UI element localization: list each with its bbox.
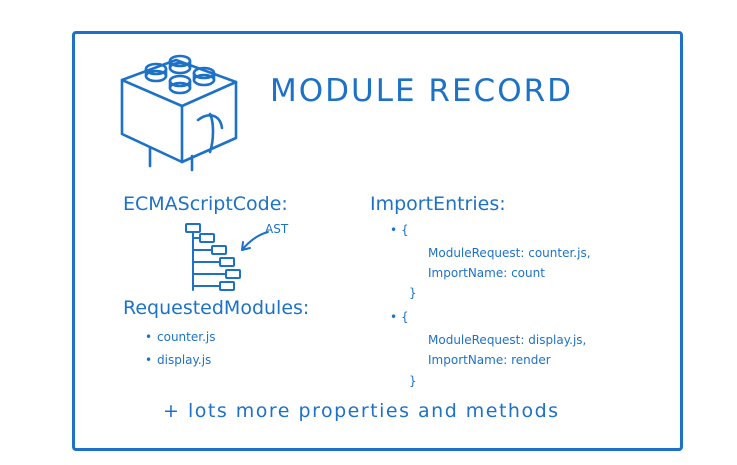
import-entry-open-brace: { (401, 310, 409, 324)
import-entry-import-name: ImportName: count (428, 266, 545, 280)
import-entry-bullet: • (390, 223, 398, 237)
requested-module-item: display.js (157, 353, 212, 367)
lego-brick-icon (120, 54, 238, 172)
requested-module-bullet: • (145, 330, 153, 344)
page-title: MODULE RECORD (270, 73, 574, 109)
ast-tree-icon (185, 223, 269, 291)
diagram-frame (72, 31, 683, 451)
footer-note: + lots more properties and methods (163, 400, 560, 422)
import-entry-bullet: • (390, 310, 398, 324)
import-entry-close-brace: } (409, 374, 417, 388)
requested-module-bullet: • (145, 353, 153, 367)
import-entry-module-request: ModuleRequest: counter.js, (428, 246, 591, 260)
ecmascript-code-heading: ECMAScriptCode: (123, 193, 288, 215)
requested-modules-heading: RequestedModules: (123, 297, 310, 319)
import-entry-import-name: ImportName: render (428, 353, 551, 367)
ast-label: AST (265, 222, 289, 236)
import-entry-open-brace: { (401, 223, 409, 237)
import-entries-heading: ImportEntries: (370, 193, 506, 215)
import-entry-close-brace: } (409, 286, 417, 300)
import-entry-module-request: ModuleRequest: display.js, (428, 333, 587, 347)
requested-module-item: counter.js (157, 330, 216, 344)
